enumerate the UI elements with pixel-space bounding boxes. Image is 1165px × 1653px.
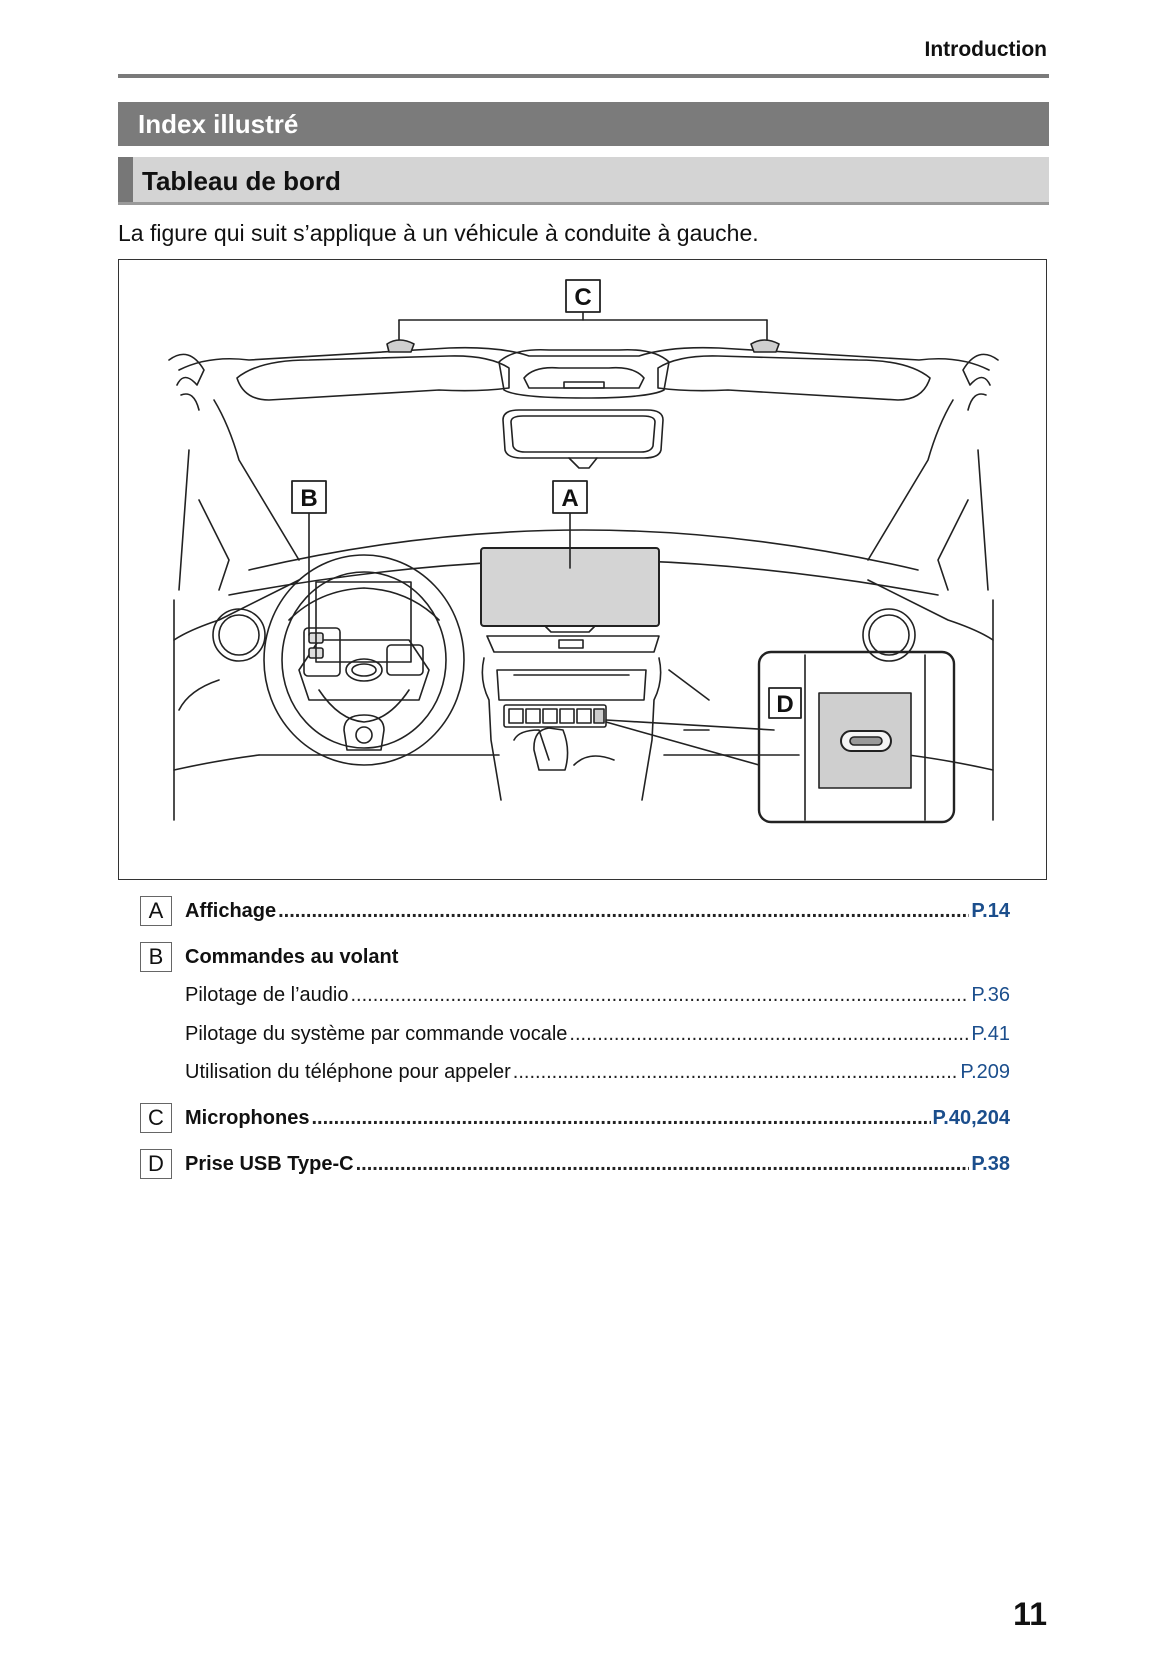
steering-logo [345,658,383,682]
legend-row-a: A Affichage P.14 [140,896,1010,928]
legend-entry[interactable]: Pilotage de l’audio P.36 [185,982,1010,1008]
headliner [178,346,990,371]
legend-letter: B [140,942,172,972]
legend-entry[interactable]: Affichage P.14 [185,898,1010,924]
leader-dots [278,898,969,924]
air-vent-right [862,608,916,662]
legend-letter: A [140,896,172,926]
steering-wheel [263,554,465,766]
dashboard-top [248,529,919,571]
air-vent-left [212,608,266,662]
legend-entry[interactable]: Microphones P.40,204 [185,1105,1010,1131]
legend-entry[interactable]: Pilotage du système par commande vocale … [185,1021,1010,1047]
dashboard-figure: C B A D [118,259,1047,880]
section-subtitle: Tableau de bord [118,157,1049,205]
leader-dots [513,1059,959,1085]
legend-row-b1: Pilotage de l’audio P.36 [140,980,1010,1012]
legend-row-c: C Microphones P.40,204 [140,1103,1010,1135]
leader-dots [569,1021,969,1047]
legend-row-d: D Prise USB Type-C P.38 [140,1149,1010,1181]
legend-label: Pilotage du système par commande vocale [185,1023,568,1045]
leader-dots [311,1105,930,1131]
legend-letter: D [140,1149,172,1179]
steering-button-group [303,627,341,677]
callout-a-label: A [561,485,578,512]
section-label: Introduction [924,38,1047,61]
callout-b-label: B [300,485,317,512]
legend-row-b3: Utilisation du téléphone pour appeler P.… [140,1057,1010,1089]
legend-entry[interactable]: Utilisation du téléphone pour appeler P.… [185,1059,1010,1085]
legend-label: Affichage [185,900,277,922]
page-reference-link[interactable]: P.40,204 [932,1107,1011,1129]
usb-port-small [593,708,605,724]
legend-label: Pilotage de l’audio [185,984,349,1006]
callout-a: A [552,480,588,514]
page-reference-link[interactable]: P.209 [960,1061,1010,1083]
legend-row-b: B Commandes au volant [140,942,1010,974]
callout-c: C [565,279,601,313]
page-reference-link[interactable]: P.36 [971,984,1010,1006]
microphone-left-icon [386,339,415,353]
dashboard-illustration: C B A D [168,279,999,824]
legend-label: Commandes au volant [185,946,399,968]
callout-d: D [768,687,802,719]
microphone-right-icon [750,339,780,353]
legend-label: Utilisation du téléphone pour appeler [185,1061,511,1083]
callout-c-label: C [574,284,591,311]
callout-b: B [291,480,327,514]
legend-row-b2: Pilotage du système par commande vocale … [140,1019,1010,1051]
header-rule [118,74,1049,78]
leader-dots [350,982,969,1008]
legend-label: Microphones [185,1107,310,1129]
page-number: 11 [1013,1596,1047,1632]
rear-view-mirror [502,409,664,459]
legend-entry: Commandes au volant [185,944,1010,970]
page-reference-link[interactable]: P.41 [971,1023,1010,1045]
legend-letter: C [140,1103,172,1133]
callout-d-label: D [776,691,793,718]
page-title: Index illustré [118,102,1049,146]
legend-label: Prise USB Type-C [185,1153,354,1175]
intro-text: La figure qui suit s’applique à un véhic… [118,220,759,246]
legend-entry[interactable]: Prise USB Type-C P.38 [185,1151,1010,1177]
page-reference-link[interactable]: P.14 [971,900,1010,922]
leader-dots [356,1151,970,1177]
page-reference-link[interactable]: P.38 [971,1153,1010,1175]
usb-detail-frame [757,650,956,824]
